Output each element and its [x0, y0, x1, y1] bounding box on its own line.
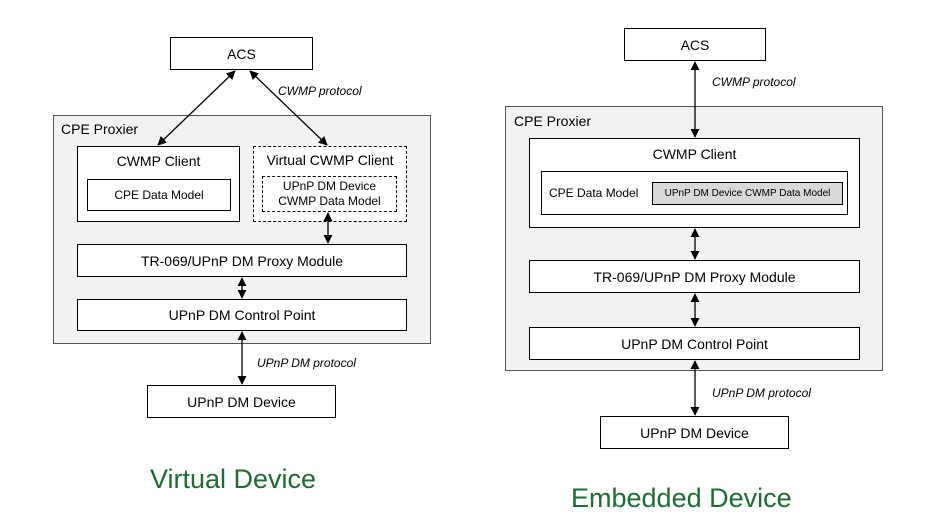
left-upnp-protocol-label: UPnP DM protocol [257, 356, 356, 370]
left-acs-box: ACS [170, 37, 313, 70]
left-upnp-dm-device-box: UPnP DM Device [147, 385, 336, 418]
right-acs-box: ACS [624, 28, 766, 61]
left-cwmp-client-label: CWMP Client [116, 153, 201, 169]
left-virtual-cwmp-client-label: Virtual CWMP Client [266, 152, 394, 168]
left-upnp-dm-device-cwmp-data-model-box: UPnP DM Device CWMP Data Model [262, 176, 397, 212]
right-upnp-dm-device-cwmp-data-model-box: UPnP DM Device CWMP Data Model [652, 182, 843, 205]
right-control-point-box: UPnP DM Control Point [529, 327, 860, 360]
right-cwmp-protocol-label: CWMP protocol [712, 75, 796, 89]
left-control-point-box: UPnP DM Control Point [77, 299, 407, 331]
left-proxy-module-box: TR-069/UPnP DM Proxy Module [77, 244, 407, 277]
right-caption-embedded-device: Embedded Device [571, 483, 792, 513]
right-cwmp-client-label: CWMP Client [652, 146, 737, 162]
left-cpe-proxier-label: CPE Proxier [61, 121, 139, 137]
right-proxy-module-box: TR-069/UPnP DM Proxy Module [529, 260, 860, 293]
left-arrow-acs-cwmp-client [157, 70, 236, 146]
left-caption-virtual-device: Virtual Device [150, 464, 317, 494]
left-upnp-dm-line1: UPnP DM Device [282, 179, 377, 193]
left-arrow-acs-virtual-client [249, 70, 328, 146]
right-cpe-data-model-label: CPE Data Model [549, 186, 639, 200]
left-cpe-data-model-box: CPE Data Model [87, 179, 231, 211]
right-cpe-proxier-label: CPE Proxier [514, 113, 592, 129]
right-upnp-dm-device-box: UPnP DM Device [600, 416, 789, 449]
left-upnp-dm-line2: CWMP Data Model [278, 194, 381, 208]
right-upnp-protocol-label: UPnP DM protocol [712, 386, 811, 400]
